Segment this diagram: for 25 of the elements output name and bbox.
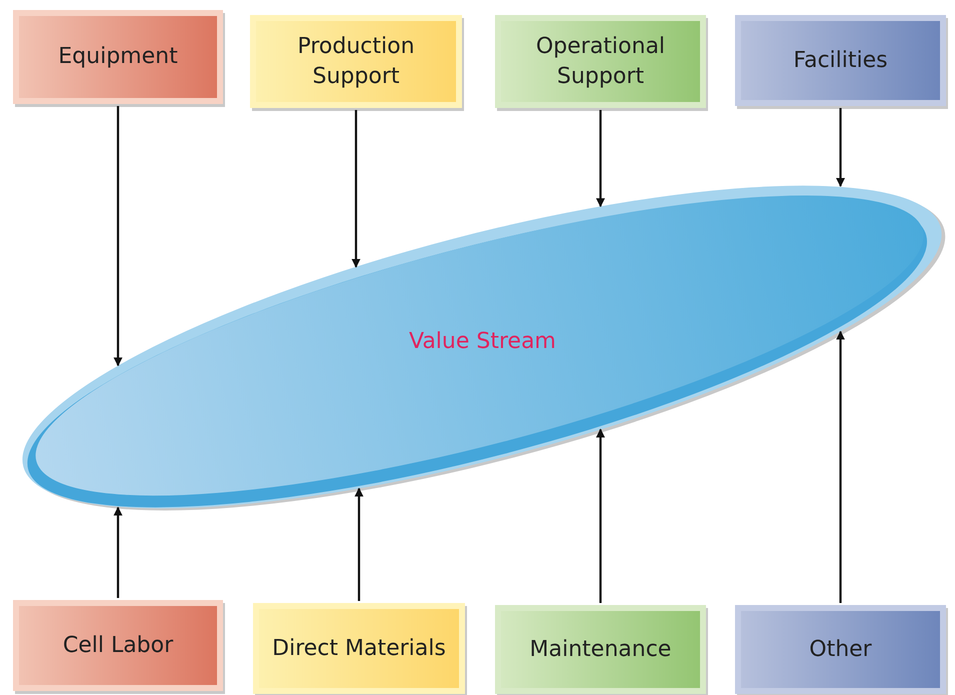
arrow — [114, 106, 122, 366]
category-box — [495, 605, 706, 694]
category-box — [735, 15, 946, 106]
category-box — [495, 15, 706, 108]
arrow — [352, 110, 360, 268]
arrow — [596, 428, 605, 603]
box-label: Production Support — [296, 32, 416, 90]
box-label: Direct Materials — [271, 634, 447, 663]
box-label: Cell Labor — [62, 632, 174, 660]
category-box — [253, 603, 465, 694]
box-label: Facilities — [792, 46, 889, 75]
arrow — [596, 110, 605, 208]
arrow — [836, 108, 845, 187]
box-label: Other — [808, 636, 873, 664]
arrow — [836, 330, 845, 603]
box-label: Operational Support — [534, 32, 666, 90]
ellipse-label: Value Stream — [408, 328, 557, 356]
category-box — [13, 600, 223, 691]
box-label: Maintenance — [528, 636, 672, 664]
category-box — [250, 15, 462, 108]
category-box — [735, 605, 946, 694]
box-label: Equipment — [57, 43, 179, 72]
arrow — [114, 506, 122, 598]
category-box — [13, 10, 223, 104]
arrow — [354, 488, 364, 601]
